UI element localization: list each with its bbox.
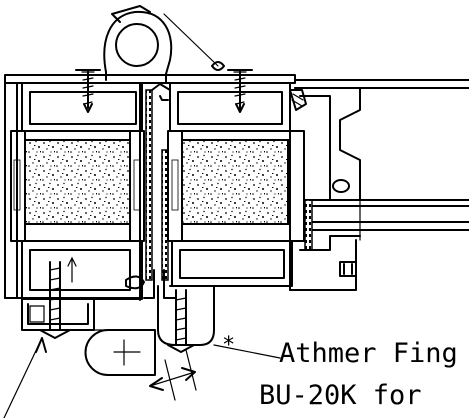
left-top-screw-icon — [75, 69, 101, 113]
left-insulation-core — [24, 139, 131, 225]
annotation-line-2: BU-20K for — [259, 380, 422, 411]
center-bottom-screw-icon — [157, 285, 215, 353]
seal-cord — [163, 13, 225, 71]
top-hinge-tube — [103, 5, 173, 83]
annotation-line-1: Athmer Fing — [279, 338, 458, 369]
right-top-screw-icon — [227, 69, 253, 113]
frame-top-band — [4, 74, 469, 89]
right-sash-profile — [167, 82, 305, 291]
right-frame-glazing — [289, 87, 469, 291]
right-insulation-core — [181, 139, 289, 225]
hinge-bracket — [21, 297, 95, 331]
dimension-marker: * — [222, 333, 235, 358]
dimension-lines — [3, 337, 281, 418]
center-gasket-column — [125, 83, 177, 299]
top-right-clip — [289, 89, 307, 111]
finger-guard-symbol — [84, 329, 156, 376]
